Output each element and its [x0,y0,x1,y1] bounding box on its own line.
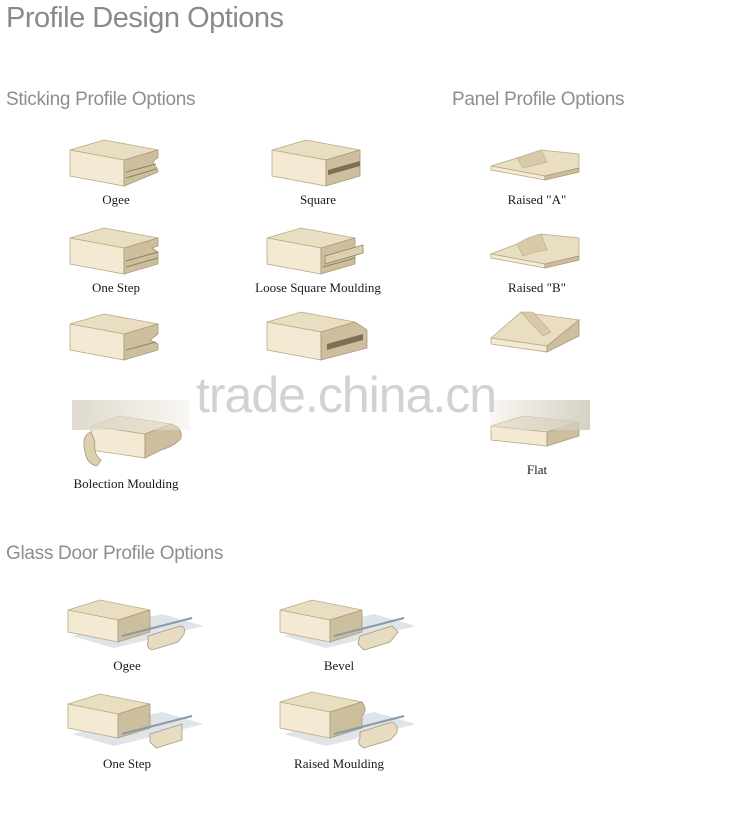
sticking-ogee-option[interactable]: Ogee [31,138,201,208]
glass-section-title: Glass Door Profile Options [6,543,224,564]
sticking-section-title: Sticking Profile Options [6,89,196,110]
one-step-profile-icon [69,227,159,275]
glass-bevel-option[interactable]: Bevel [254,596,424,674]
sticking-bolection-label: Bolection Moulding [73,476,179,491]
tongue-sticking-profile-icon [266,311,368,361]
loose-square-moulding-icon [266,227,364,275]
panel-raised-a-label: Raised "A" [507,192,567,207]
raised-b-panel-icon [489,233,580,269]
sticking-option-5[interactable] [31,312,201,366]
glass-ogee-option[interactable]: Ogee [42,596,212,674]
glass-one-step-profile-icon [67,693,202,749]
panel-raised-a-option[interactable]: Raised "A" [452,140,622,208]
sticking-ogee-label: Ogee [102,192,130,207]
sticking-square-option[interactable]: Square [233,138,403,208]
glass-bevel-profile-icon [279,599,414,651]
square-profile-icon [271,139,361,187]
glass-one-step-label: One Step [102,756,152,771]
glass-ogee-profile-icon [67,599,202,651]
glass-bevel-label: Bevel [323,658,355,673]
sticking-loose-square-label: Loose Square Moulding [255,280,381,295]
glass-one-step-option[interactable]: One Step [42,690,212,772]
watermark-smudge-left [72,400,190,430]
bevel-sticking-profile-icon [69,313,159,361]
page-title: Profile Design Options [6,2,284,34]
panel-section-title: Panel Profile Options [452,89,625,110]
ogee-profile-icon [69,139,159,187]
raised-a-panel-icon [490,149,580,181]
glass-raised-moulding-label: Raised Moulding [294,756,384,771]
sticking-loose-square-option[interactable]: Loose Square Moulding [233,226,403,296]
glass-ogee-label: Ogee [113,658,141,673]
angled-panel-icon [490,311,580,353]
glass-raised-moulding-option[interactable]: Raised Moulding [254,688,424,772]
panel-flat-label: Flat [526,462,548,477]
panel-raised-b-option[interactable]: Raised "B" [452,226,622,296]
panel-option-3[interactable] [452,306,622,360]
glass-raised-moulding-profile-icon [279,691,414,749]
sticking-one-step-option[interactable]: One Step [31,226,201,296]
panel-raised-b-label: Raised "B" [508,280,566,295]
sticking-square-label: Square [299,192,337,207]
sticking-one-step-label: One Step [91,280,141,295]
sticking-option-6[interactable] [233,310,403,368]
watermark-smudge-right [490,400,590,430]
watermark: trade.china.cn [196,367,497,423]
